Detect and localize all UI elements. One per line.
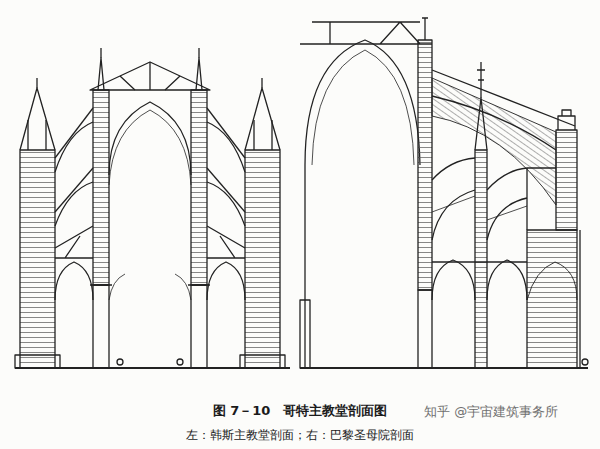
drawing-line bbox=[261, 78, 262, 88]
drawing-path bbox=[207, 226, 245, 258]
drawing-path bbox=[422, 18, 428, 40]
drawing-line bbox=[579, 230, 580, 368]
drawing-circle bbox=[582, 359, 588, 365]
drawing-circle bbox=[117, 359, 123, 365]
drawing-rect bbox=[20, 150, 55, 368]
drawing-path bbox=[207, 108, 245, 158]
drawing-rect bbox=[191, 285, 207, 368]
reims-section bbox=[15, 48, 290, 368]
drawing-path bbox=[527, 168, 556, 230]
drawing-path bbox=[527, 262, 577, 300]
drawing-path bbox=[207, 168, 245, 212]
drawing-path bbox=[55, 262, 93, 300]
figure-caption: 图 7－10 哥特主教堂剖面图 bbox=[213, 402, 388, 420]
drawing-rect bbox=[15, 355, 60, 368]
drawing-path bbox=[55, 108, 93, 158]
drawing-path bbox=[305, 40, 420, 165]
drawing-rect bbox=[93, 285, 109, 368]
drawing-path bbox=[98, 58, 202, 90]
drawing-path bbox=[245, 88, 280, 150]
drawing-path bbox=[432, 78, 556, 205]
drawing-path bbox=[487, 168, 527, 190]
drawing-path bbox=[432, 70, 575, 126]
drawing-path bbox=[207, 262, 245, 300]
drawing-path bbox=[55, 122, 93, 172]
drawing-rect bbox=[556, 130, 577, 230]
drawing-rect bbox=[240, 355, 285, 368]
drawing-rect bbox=[418, 40, 432, 290]
drawing-path bbox=[207, 182, 245, 226]
drawing-path bbox=[475, 98, 487, 150]
drawing-line bbox=[100, 48, 101, 58]
drawing-rect bbox=[245, 150, 280, 368]
drawing-path bbox=[487, 260, 527, 300]
drawing-circle bbox=[177, 359, 183, 365]
drawing-path bbox=[90, 284, 210, 285]
drawing-path bbox=[432, 96, 556, 150]
drawing-path bbox=[90, 62, 210, 90]
drawing-path bbox=[55, 226, 93, 258]
subcaption-row: 左：韩斯主教堂剖面；右：巴黎圣母院剖面 bbox=[0, 424, 600, 444]
drawing-path bbox=[300, 22, 432, 44]
drawing-rect bbox=[418, 290, 432, 368]
watermark: 知乎 @宇宙建筑事务所 bbox=[424, 403, 558, 421]
drawing-path bbox=[432, 260, 475, 300]
drawing-path bbox=[432, 190, 475, 240]
drawing-path bbox=[20, 88, 55, 150]
drawing-path bbox=[477, 70, 485, 80]
drawing-rect bbox=[93, 90, 109, 285]
drawing-rect bbox=[191, 90, 207, 285]
drawing-path bbox=[55, 182, 93, 226]
drawing-line bbox=[304, 165, 305, 368]
watermark-row: 知乎 @宇宙建筑事务所 bbox=[424, 401, 558, 421]
drawing-path bbox=[109, 274, 191, 300]
notre-dame-section bbox=[300, 18, 588, 368]
drawing-path bbox=[432, 196, 527, 220]
drawing-path bbox=[558, 110, 575, 130]
drawing-rect bbox=[475, 150, 487, 368]
drawing-path bbox=[487, 198, 527, 240]
drawing-line bbox=[36, 78, 37, 88]
figure-subcaption: 左：韩斯主教堂剖面；右：巴黎圣母院剖面 bbox=[186, 427, 414, 444]
drawing-rect bbox=[300, 300, 310, 368]
drawing-rect bbox=[527, 230, 577, 368]
drawing-path bbox=[120, 62, 180, 90]
drawing-path bbox=[207, 122, 245, 172]
drawing-path bbox=[55, 168, 93, 212]
drawing-line bbox=[198, 48, 199, 58]
drawing-path bbox=[312, 50, 414, 165]
drawing-path bbox=[432, 158, 475, 180]
drawing-path bbox=[109, 110, 191, 185]
